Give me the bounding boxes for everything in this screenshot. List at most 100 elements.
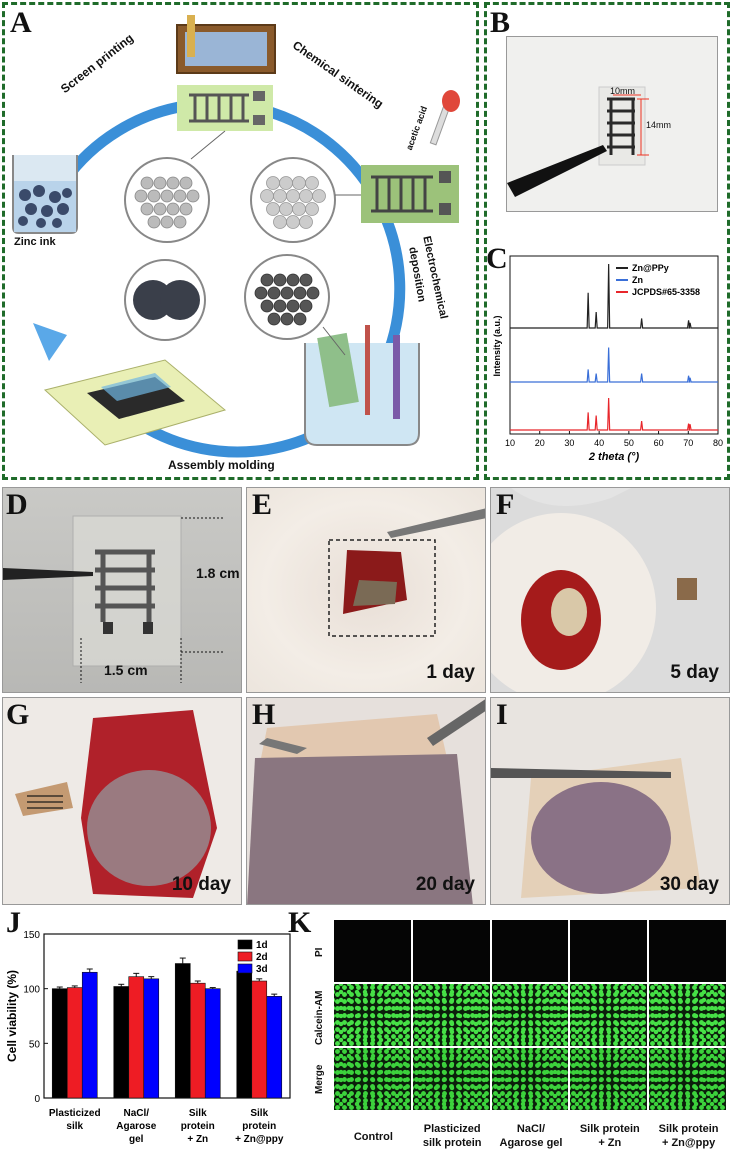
particle-magnifier-3 [244, 254, 330, 340]
panel-b-label: B [490, 6, 511, 39]
viability-bar [266, 996, 283, 1099]
fluorescence-row-label: Merge [314, 1064, 325, 1094]
viability-legend-swatch [237, 963, 253, 974]
particle-magnifier-2 [250, 157, 336, 243]
viability-category-label: protein [181, 1121, 215, 1132]
viability-bar [189, 982, 206, 1099]
xrd-series-1 [510, 263, 718, 329]
viability-y-tick-label: 100 [23, 985, 40, 996]
viability-plot-frame [43, 933, 291, 1099]
screen-print-mesh [185, 32, 267, 66]
viability-category-label: protein [242, 1121, 276, 1132]
panel-a-frame [2, 2, 479, 480]
particle-magnifier-1 [124, 157, 210, 243]
panel-f-photo: 5 day [490, 487, 730, 693]
day-label-h: 20 day [415, 874, 475, 895]
panel-g-label: G [6, 698, 30, 731]
fluorescence-column-label: Silk protein+ Zn@ppy [658, 1123, 719, 1149]
panel-h-label: H [252, 698, 276, 731]
xrd-x-axis-label: 2 theta (°) [588, 451, 640, 463]
day-label-i: 30 day [659, 874, 719, 895]
fabrication-process-diagram [12, 15, 460, 458]
viability-category-label: NaCl/ [123, 1108, 149, 1119]
viability-bar [66, 987, 83, 1099]
fluorescence-image [570, 984, 648, 1046]
day-label-g: 10 day [171, 874, 231, 895]
xrd-series-3 [510, 397, 718, 431]
fluorescence-image [412, 984, 490, 1046]
viability-bar [174, 963, 191, 1099]
viability-y-axis-label: Cell viability (%) [5, 970, 19, 1062]
assembly-molding-label: Assembly molding [168, 458, 275, 472]
panel-i-photo: 30 day [490, 697, 730, 905]
xrd-legend-label: JCPDS#65-3358 [632, 287, 700, 297]
fluorescence-image [649, 920, 726, 982]
panel-f-label: F [496, 488, 515, 521]
panel-d-width-label: 1.5 cm [104, 662, 148, 678]
fluorescence-column-label: Control [353, 1131, 393, 1143]
xrd-x-tick-label: 50 [624, 438, 634, 448]
panel-e-label: E [252, 488, 273, 521]
viability-legend-label: 1d [256, 940, 268, 951]
fluorescence-image [570, 920, 648, 982]
xrd-x-tick-label: 10 [505, 438, 515, 448]
dropper-bulb [442, 90, 460, 112]
panel-k-label: K [288, 906, 312, 939]
panel-bc-frame [484, 2, 730, 480]
xrd-x-tick-label: 60 [654, 438, 664, 448]
panel-b-photo [506, 36, 718, 212]
fluorescence-image [649, 1048, 726, 1110]
viability-legend-label: 3d [256, 964, 268, 975]
fluorescence-image [649, 984, 726, 1046]
fluorescence-column-label: NaCl/Agarose gel [499, 1123, 563, 1149]
viability-category-label: Agarose [116, 1121, 156, 1132]
viability-category-label: silk [66, 1121, 83, 1132]
viability-bar [236, 970, 253, 1099]
fluorescence-image [412, 920, 490, 982]
xrd-legend-label: Zn [632, 275, 643, 285]
viability-legend-swatch [237, 939, 253, 950]
viability-bar [81, 971, 98, 1099]
xrd-y-axis-label: Intensity (a.u.) [492, 315, 502, 376]
day-label-e: 1 day [426, 662, 475, 683]
fluorescence-image [334, 1048, 411, 1110]
panel-g-photo: 10 day [2, 697, 242, 905]
fluorescence-image [570, 1048, 648, 1110]
viability-legend-label: 2d [256, 952, 268, 963]
viability-y-tick-label: 0 [34, 1094, 40, 1105]
xrd-plot-frame [509, 255, 719, 435]
xrd-x-tick-label: 30 [564, 438, 574, 448]
viability-category-label: + Zn [187, 1134, 208, 1145]
panel-j-label: J [6, 906, 21, 939]
panel-c-label: C [486, 242, 508, 275]
day-label-f: 5 day [670, 662, 719, 683]
viability-category-label: gel [129, 1134, 144, 1145]
xrd-legend-label: Zn@PPy [632, 263, 669, 273]
process-cycle-arrow [60, 98, 406, 424]
viability-category-label: + Zn@ppy [235, 1134, 284, 1145]
panel-e-photo: 1 day [246, 487, 486, 693]
fluorescence-image [491, 984, 569, 1046]
fluorescence-column-label: Silk protein+ Zn [579, 1123, 640, 1149]
panel-h-photo: 20 day [246, 697, 486, 905]
ppy-coated-particles [124, 259, 206, 341]
panel-d-photo [2, 487, 242, 693]
panel-d-label: D [6, 488, 28, 521]
fluorescence-image [491, 920, 569, 982]
xrd-x-tick-label: 40 [594, 438, 604, 448]
viability-bar [128, 976, 145, 1099]
fluorescence-image [334, 920, 411, 982]
cell-viability-chart: Cell viability (%) 0 50 100 150 Plasticized… [5, 930, 291, 1145]
viability-category-label: Plasticized [49, 1108, 101, 1119]
viability-category-label: Silk [250, 1108, 268, 1119]
fluorescence-row-label: PI [314, 947, 325, 957]
panel-i-label: I [496, 698, 508, 731]
fluorescence-grid [334, 920, 728, 1124]
xrd-series-2 [510, 347, 718, 383]
fluorescence-row-label: Calcein-AM [314, 990, 325, 1045]
viability-y-tick-label: 50 [29, 1039, 41, 1050]
viability-y-tick-label: 150 [23, 930, 40, 941]
process-arrow-head [33, 323, 67, 361]
viability-category-label: Silk [189, 1108, 207, 1119]
